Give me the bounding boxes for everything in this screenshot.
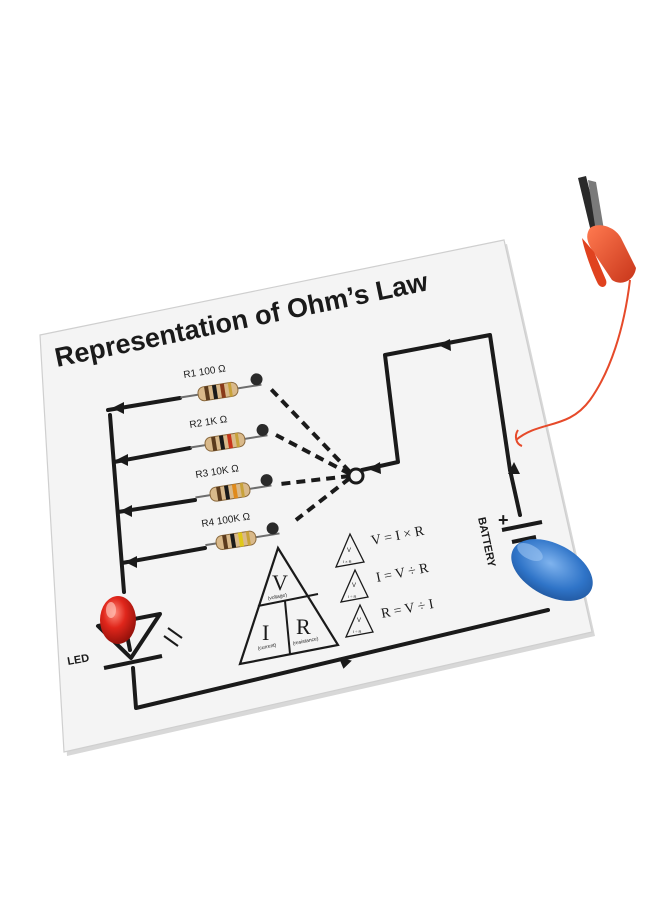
formula-icon-2-top: V xyxy=(352,583,356,589)
arrow-r1 xyxy=(112,402,124,414)
led-bulb xyxy=(100,596,136,644)
triangle-i-sub: (current) xyxy=(257,642,277,652)
alligator-clip xyxy=(578,176,636,287)
led-diode-bar xyxy=(103,654,163,670)
dash-to-r4 xyxy=(294,476,352,522)
led-highlight xyxy=(106,602,116,618)
terminal-r2 xyxy=(256,423,269,436)
resistor-r3 xyxy=(195,474,273,502)
led-label: LED xyxy=(66,652,90,668)
battery-plus: + xyxy=(498,510,509,530)
clip-boot xyxy=(587,225,636,283)
formula-icon-3-bottom: I ÷ R xyxy=(353,629,362,634)
ohms-triangle-divider xyxy=(257,593,319,607)
led-component xyxy=(100,596,136,644)
formula-icon-3-top: V xyxy=(357,618,361,624)
clip-jaw-right xyxy=(588,180,604,232)
arrow-r3 xyxy=(120,505,132,517)
top-loop-wire xyxy=(360,333,512,472)
board-surface xyxy=(39,239,593,753)
blue-battery-clip xyxy=(511,429,593,601)
battery-long-plate xyxy=(501,520,543,532)
resistor-r2 xyxy=(190,423,269,452)
battery-symbol xyxy=(501,520,543,544)
formula-icon-1-top: V xyxy=(347,548,351,554)
bottom-return-wire xyxy=(131,608,550,710)
dash-to-r1 xyxy=(266,384,352,474)
arrow-battery-up xyxy=(508,462,520,474)
terminal-r4 xyxy=(266,522,279,535)
terminal-r1 xyxy=(250,373,263,386)
arrow-junction xyxy=(368,462,381,474)
red-wire xyxy=(515,279,631,441)
dash-to-r3 xyxy=(279,474,351,486)
current-arrows xyxy=(112,339,520,669)
formula-icon-3 xyxy=(344,603,374,638)
blue-clip-highlight xyxy=(517,542,543,562)
arrow-top xyxy=(438,339,451,351)
battery-short-plate xyxy=(511,535,537,544)
formula-icon-1 xyxy=(334,532,365,568)
formula-icon-2-bottom: I ÷ R xyxy=(348,594,357,599)
battery-wire-loop xyxy=(514,429,523,447)
terminal-r3 xyxy=(260,474,273,487)
ohms-triangle-vdivider xyxy=(284,600,291,655)
arrow-bottom xyxy=(338,657,352,669)
arrow-r4 xyxy=(125,556,137,568)
led-light-ray-1 xyxy=(163,635,179,647)
clip-boot-fold xyxy=(582,238,607,287)
triangle-r-sub: (resistance) xyxy=(292,636,319,647)
formula-icon-1-bottom: I × R xyxy=(343,559,352,564)
triangle-v: V xyxy=(272,570,288,595)
triangle-r: R xyxy=(296,614,311,639)
resistor-r1 xyxy=(180,373,263,402)
resistor-r4 xyxy=(205,522,280,550)
ohms-triangle xyxy=(238,545,340,666)
arrow-r2 xyxy=(116,454,128,466)
led-light-ray-2 xyxy=(167,627,183,639)
formula-icon-2 xyxy=(339,568,369,603)
triangle-v-sub: (voltage) xyxy=(267,592,288,602)
selector-dashes xyxy=(266,384,352,522)
formula-icons xyxy=(334,532,374,638)
resistor-components xyxy=(180,373,280,550)
triangle-i: I xyxy=(262,620,269,645)
battery-up-wire xyxy=(508,468,522,517)
selector-junction xyxy=(347,467,365,485)
